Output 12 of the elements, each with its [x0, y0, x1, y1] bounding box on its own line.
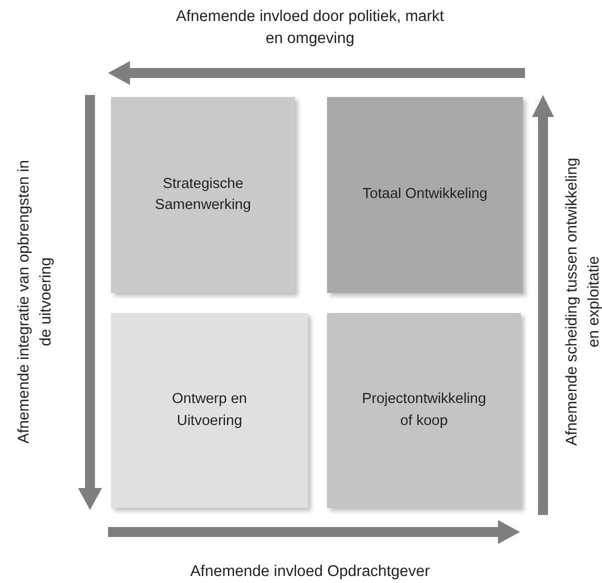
axis-label: Afnemende invloed door politiek, markt en omgeving [175, 7, 445, 49]
axis-label: Afnemende integratie van opbrengsten in de uitvoering [14, 158, 55, 446]
quadrant-box [327, 97, 523, 293]
axis-label: Afnemende invloed Opdrachtgever [189, 562, 431, 582]
quadrant-label: Ontwerp en Uitvoering [171, 390, 248, 430]
quadrant-box [111, 97, 295, 293]
quadrant-box [327, 313, 521, 508]
axis-label: Afnemende scheiding tussen ontwikkeling en exploitatie [562, 156, 602, 448]
quadrant-box [111, 313, 308, 508]
quadrant-label: Totaal Ontwikkeling [362, 185, 488, 204]
quadrant-label: Projectontwikkeling of koop [360, 390, 488, 430]
quadrant-label: Strategische Samenwerking [154, 174, 252, 215]
